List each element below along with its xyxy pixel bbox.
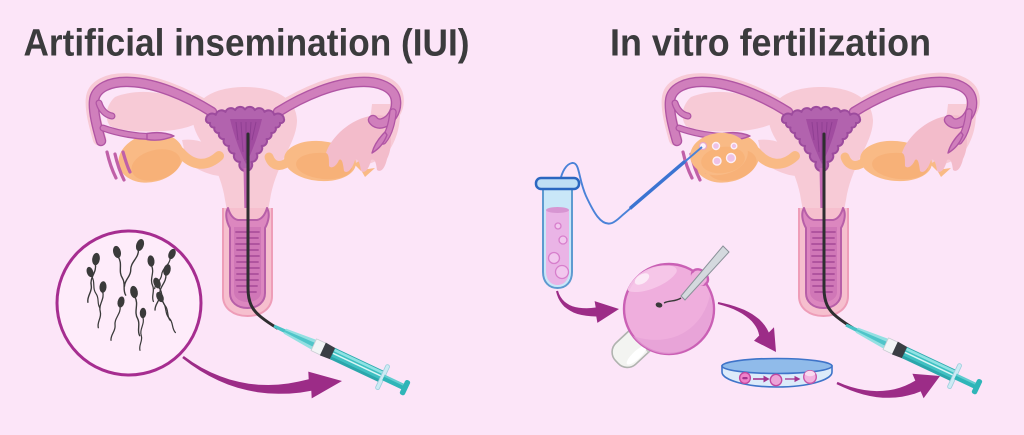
svg-text:Artificial insemination (IUI): Artificial insemination (IUI)	[24, 23, 470, 65]
svg-text:In vitro fertilization: In vitro fertilization	[610, 23, 931, 65]
